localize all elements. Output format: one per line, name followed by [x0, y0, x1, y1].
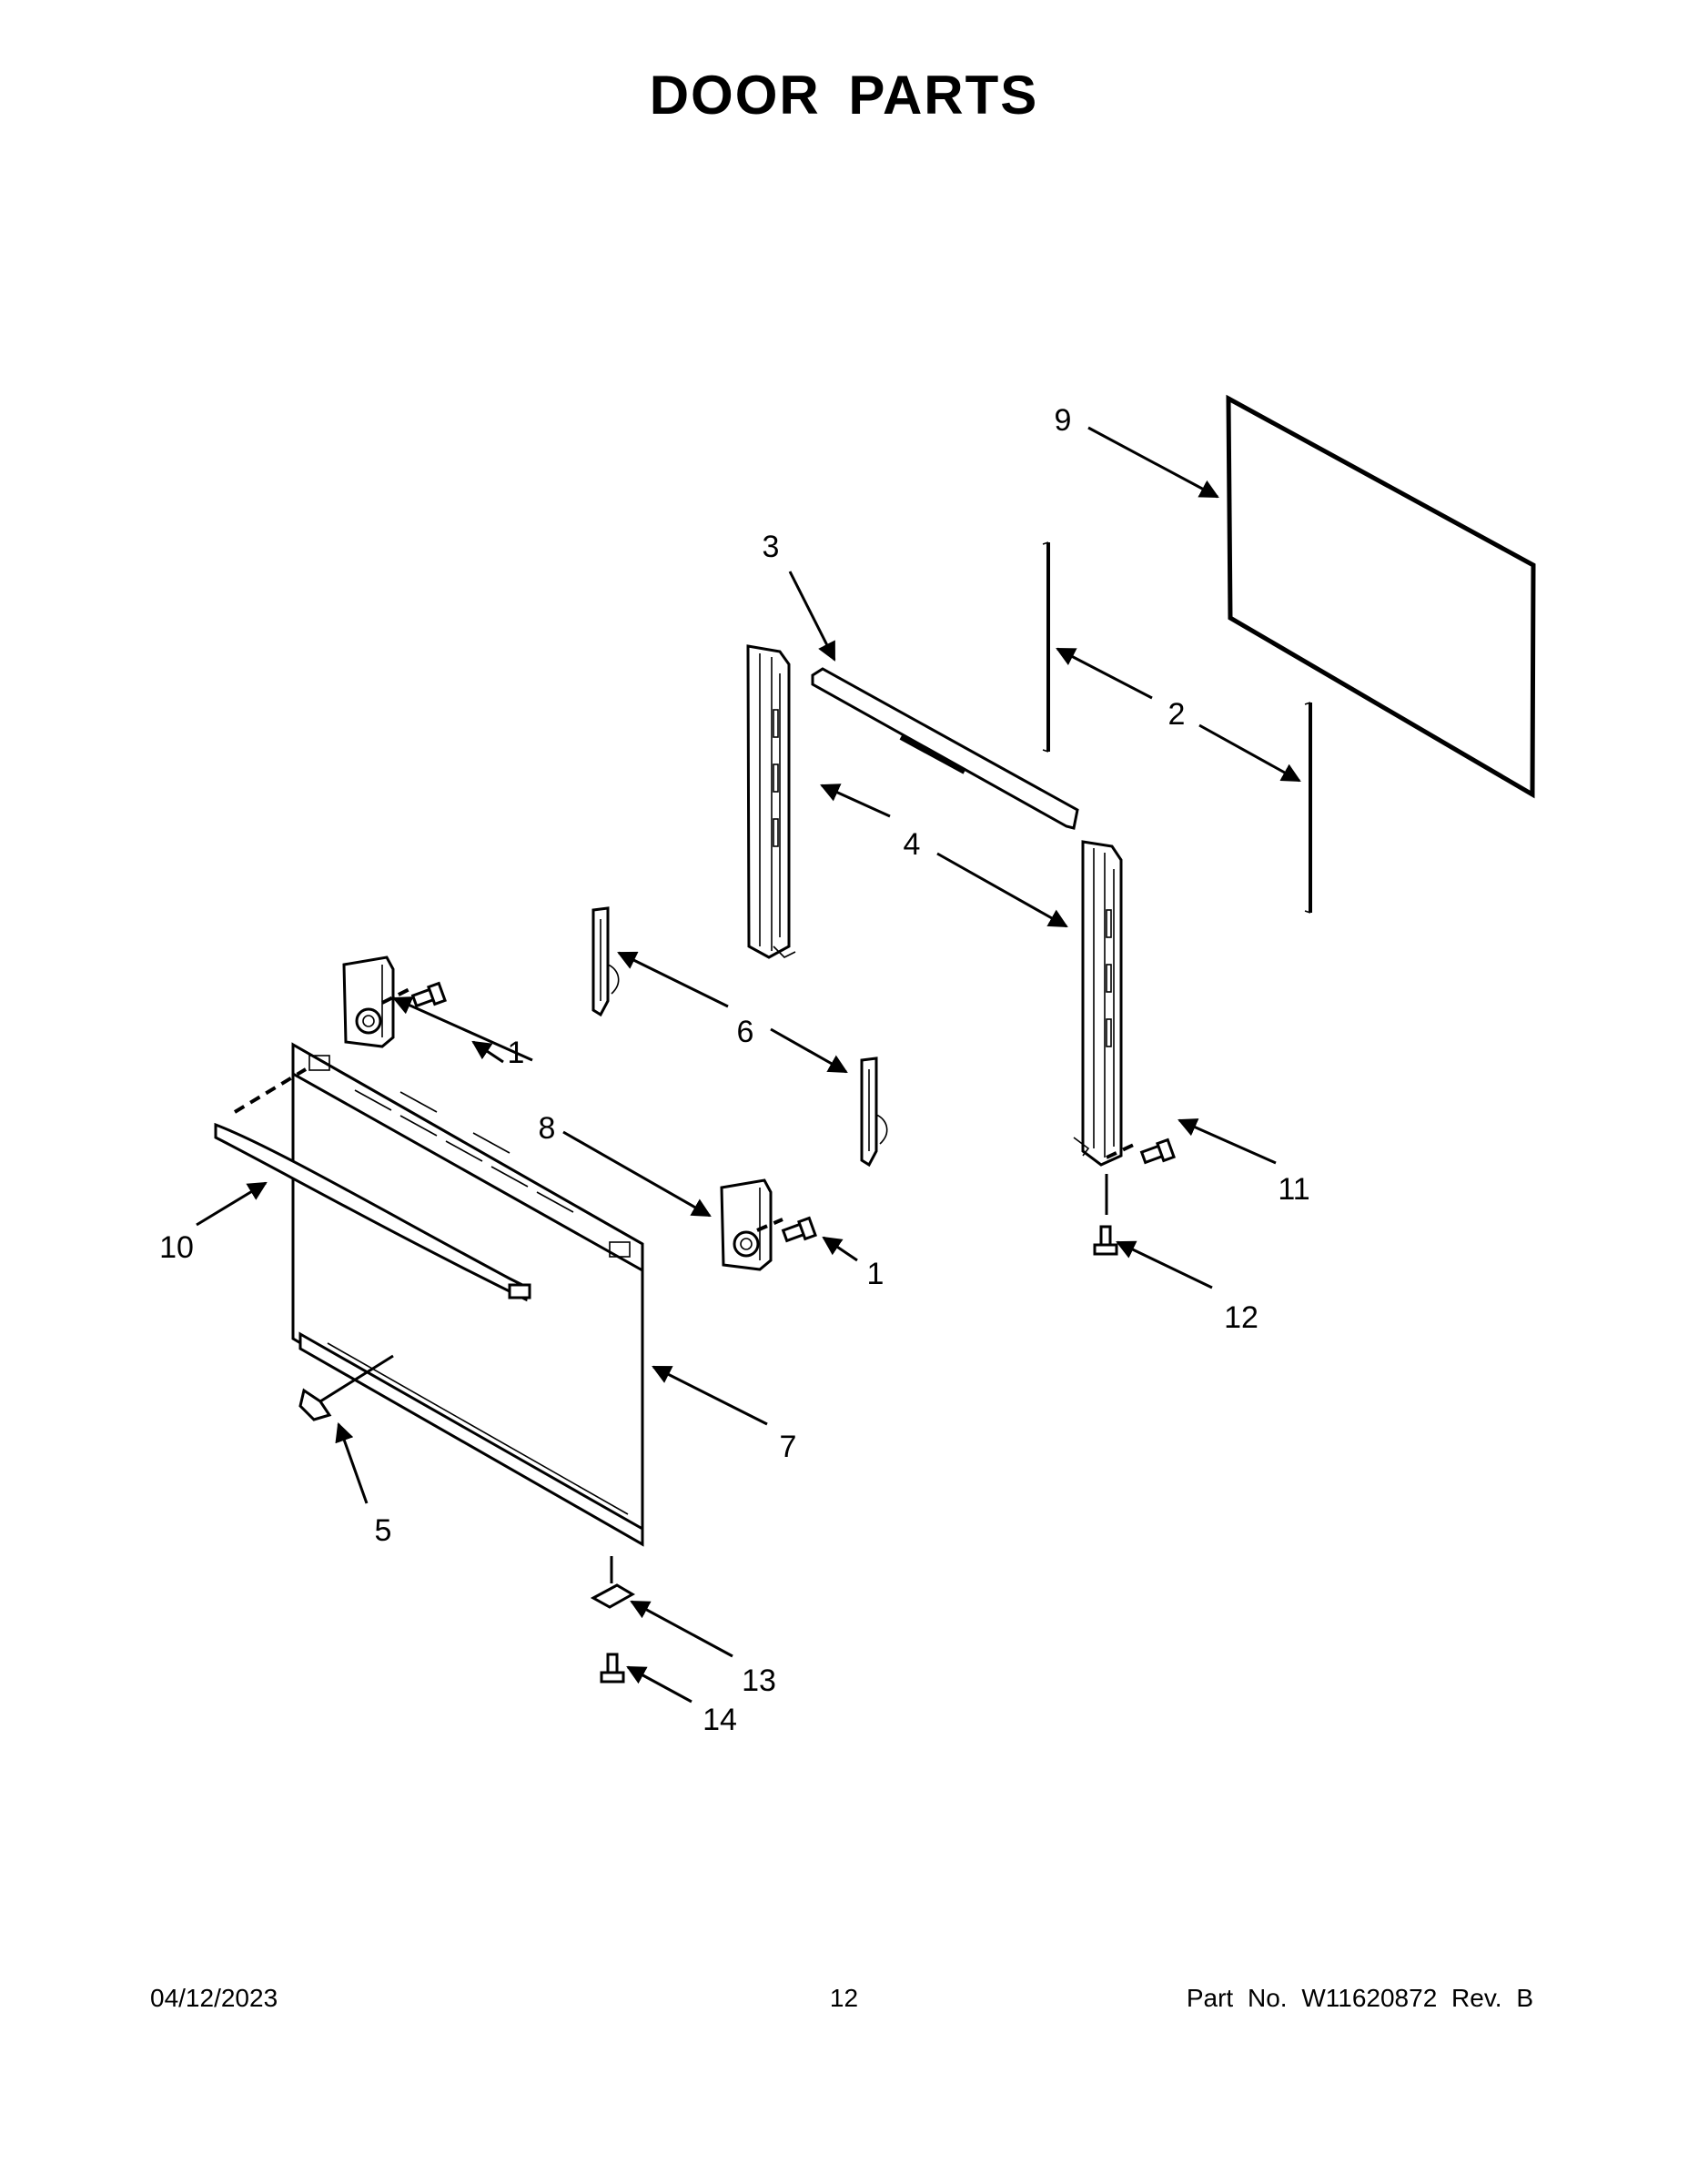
callout-10: 10: [159, 1230, 194, 1265]
callout-1: 1: [508, 1036, 525, 1070]
part-outer-door-panel: [291, 1042, 644, 1547]
callout-1: 1: [867, 1257, 884, 1291]
part-hinge-bracket-left: [342, 956, 395, 1048]
part-screw-12: [1093, 1225, 1118, 1256]
callout-9: 9: [1055, 403, 1072, 438]
callout-8: 8: [539, 1111, 556, 1146]
part-door-handle: [214, 1122, 531, 1302]
callout-13: 13: [742, 1663, 776, 1698]
callout-4: 4: [904, 827, 921, 862]
part-side-trim-left: [1042, 541, 1050, 753]
part-side-trim-right: [1304, 702, 1312, 914]
part-hinge-receiver-left: [591, 906, 620, 1017]
part-bracket-13: [590, 1583, 636, 1609]
footer-part-number: Part No. W11620872 Rev. B: [1186, 1984, 1533, 2012]
callout-12: 12: [1224, 1300, 1258, 1335]
part-top-trim: [811, 667, 1079, 830]
part-hinge-bracket-right: [720, 1178, 773, 1271]
leader-lines: [196, 426, 1301, 1704]
part-hinge-receiver-right: [860, 1057, 888, 1168]
callout-7: 7: [780, 1430, 797, 1464]
callout-14: 14: [702, 1703, 737, 1737]
part-screw-11: [1139, 1138, 1176, 1165]
part-door-glass: [1226, 394, 1536, 799]
part-screw-1-lower: [781, 1216, 817, 1243]
callout-2: 2: [1168, 697, 1186, 732]
part-screw-14: [600, 1653, 625, 1684]
assembly-lines: [233, 986, 1138, 1583]
page-title: DOOR PARTS: [649, 65, 1039, 126]
callout-6: 6: [737, 1015, 754, 1049]
part-side-frame-right: [1073, 840, 1123, 1167]
callout-3: 3: [763, 530, 780, 564]
callout-11: 11: [1278, 1172, 1309, 1207]
part-clip-5: [298, 1388, 332, 1421]
footer-date: 04/12/2023: [150, 1984, 278, 2012]
footer-page-number: 12: [829, 1984, 859, 2012]
callout-5: 5: [375, 1513, 392, 1548]
part-screw-1-upper: [410, 981, 447, 1008]
part-side-frame-left: [746, 644, 796, 959]
